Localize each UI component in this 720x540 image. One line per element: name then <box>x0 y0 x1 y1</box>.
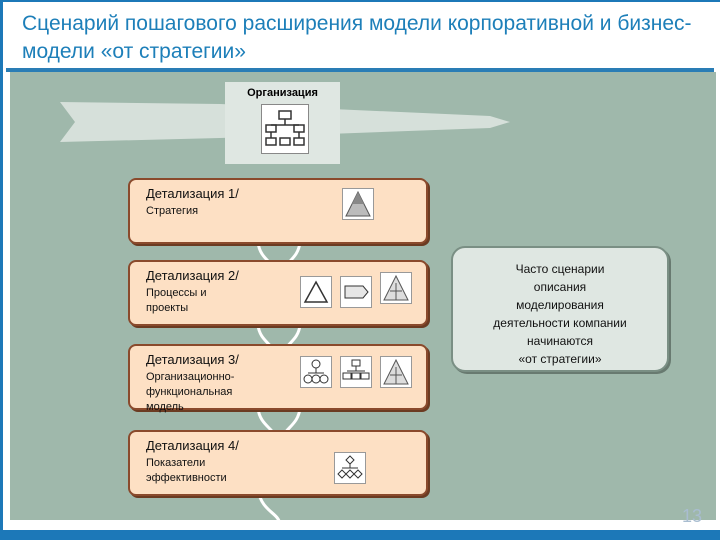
card-subtitle: Процессы и проекты <box>146 287 207 314</box>
slide-title: Сценарий пошагового расширения модели ко… <box>22 12 692 63</box>
organization-label: Организация <box>247 87 318 99</box>
title-divider <box>6 68 714 72</box>
kpi-tree-icon <box>334 452 366 484</box>
detail-card-processes: Детализация 2/ Процессы и проекты <box>128 260 428 326</box>
bottom-bar <box>0 530 720 540</box>
triangle-cycle-icon <box>300 276 332 308</box>
process-flow-icon <box>340 276 372 308</box>
top-border <box>0 0 720 2</box>
detail-card-org-model: Детализация 3/ Организационно- функциона… <box>128 344 428 413</box>
detail-card-strategy: Детализация 1/ Стратегия <box>128 178 428 244</box>
note-text: Часто сценарии описания моделирования де… <box>493 262 627 366</box>
page-number: 13 <box>681 506 702 526</box>
matrix-pyramid-icon <box>380 272 412 304</box>
detail-card-kpi: Детализация 4/ Показатели эффективности <box>128 430 428 496</box>
pyramid-icon <box>342 188 374 220</box>
organization-box: Организация <box>225 82 340 164</box>
card-title: Детализация 3/ <box>146 352 239 367</box>
card-subtitle: Показатели эффективности <box>146 457 227 484</box>
card-subtitle: Организационно- функциональная модель <box>146 371 235 413</box>
card-title: Детализация 1/ <box>146 186 239 201</box>
card-title: Детализация 2/ <box>146 268 239 283</box>
matrix-pyramid-icon <box>380 356 412 388</box>
org-chart-icon <box>261 104 309 154</box>
note-box: Часто сценарии описания моделирования де… <box>451 246 669 372</box>
card-subtitle: Стратегия <box>146 205 199 217</box>
left-border <box>0 0 3 540</box>
tree-circles-icon <box>300 356 332 388</box>
org-chart-icon <box>340 356 372 388</box>
card-title: Детализация 4/ <box>146 438 239 453</box>
